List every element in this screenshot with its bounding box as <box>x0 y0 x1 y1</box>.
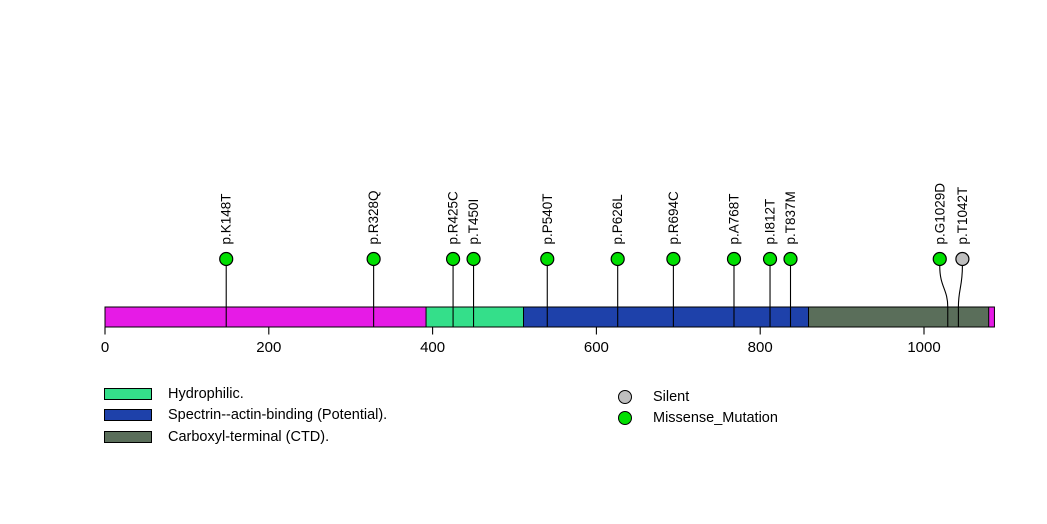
mutation-label: p.R328Q <box>366 190 381 244</box>
mutation-circle <box>955 251 970 267</box>
domain-segment <box>523 306 810 328</box>
axis-tick-label: 0 <box>101 339 109 356</box>
mutation-stem <box>939 265 949 327</box>
axis-tick-label: 400 <box>420 339 445 356</box>
mutation-label: p.G1029D <box>932 183 947 245</box>
legend-label: Spectrin--actin-binding (Potential). <box>168 407 388 424</box>
mutation-circle <box>666 251 681 267</box>
legend-item-silent: Silent <box>618 386 778 407</box>
legend-label: Silent <box>653 388 690 405</box>
mutation-label: p.A768T <box>726 193 741 244</box>
legend-label: Hydrophilic. <box>168 385 244 402</box>
mutation-label: p.K148T <box>219 193 234 244</box>
domain-swatch-carboxyl <box>104 430 152 443</box>
mutation-circle <box>219 251 234 267</box>
domain-swatch-spectrin <box>104 409 152 422</box>
mutation-label: p.P626L <box>610 194 625 245</box>
missense-dot-icon <box>618 410 632 425</box>
mutation-circle <box>445 251 461 267</box>
mutation-circle <box>762 251 778 267</box>
axis-tick-label: 600 <box>584 339 609 356</box>
mutation-circle <box>726 251 742 267</box>
axis-tick-label: 800 <box>748 339 773 356</box>
mutation-stem <box>957 265 963 327</box>
mutation-label: p.T1042T <box>955 187 970 245</box>
mutation-circle <box>366 251 381 267</box>
mutation-label: p.T450I <box>466 199 481 245</box>
domain-segment <box>808 306 990 328</box>
domain-swatch-hydrophilic <box>104 387 152 400</box>
domain-segment <box>425 306 525 328</box>
legend-item-hydrophilic: Hydrophilic. <box>104 383 387 405</box>
mutation-label: p.T837M <box>783 191 798 244</box>
mutation-circle <box>540 251 555 267</box>
axis-tick-label: 200 <box>256 339 281 356</box>
mutation-label: p.R694C <box>666 191 681 245</box>
mutation-label: p.R425C <box>446 191 461 245</box>
legend-item-spectrin: Spectrin--actin-binding (Potential). <box>104 405 387 427</box>
mutation-circle <box>466 251 481 267</box>
legend-label: Missense_Mutation <box>653 409 778 426</box>
mutation-label: p.P540T <box>540 193 555 244</box>
mutation-circle <box>783 251 798 267</box>
mutation-type-legend: Silent Missense_Mutation <box>618 386 778 428</box>
mutation-circle <box>610 251 625 267</box>
legend-item-carboxyl: Carboxyl-terminal (CTD). <box>104 426 387 448</box>
legend-item-missense: Missense_Mutation <box>618 407 778 428</box>
legend-label: Carboxyl-terminal (CTD). <box>168 428 330 445</box>
axis-tick-label: 1000 <box>907 339 940 356</box>
domain-legend: Hydrophilic. Spectrin--actin-binding (Po… <box>104 383 387 448</box>
mutation-label: p.I812T <box>763 199 778 245</box>
silent-dot-icon <box>618 389 632 404</box>
mutation-circle <box>932 251 947 267</box>
